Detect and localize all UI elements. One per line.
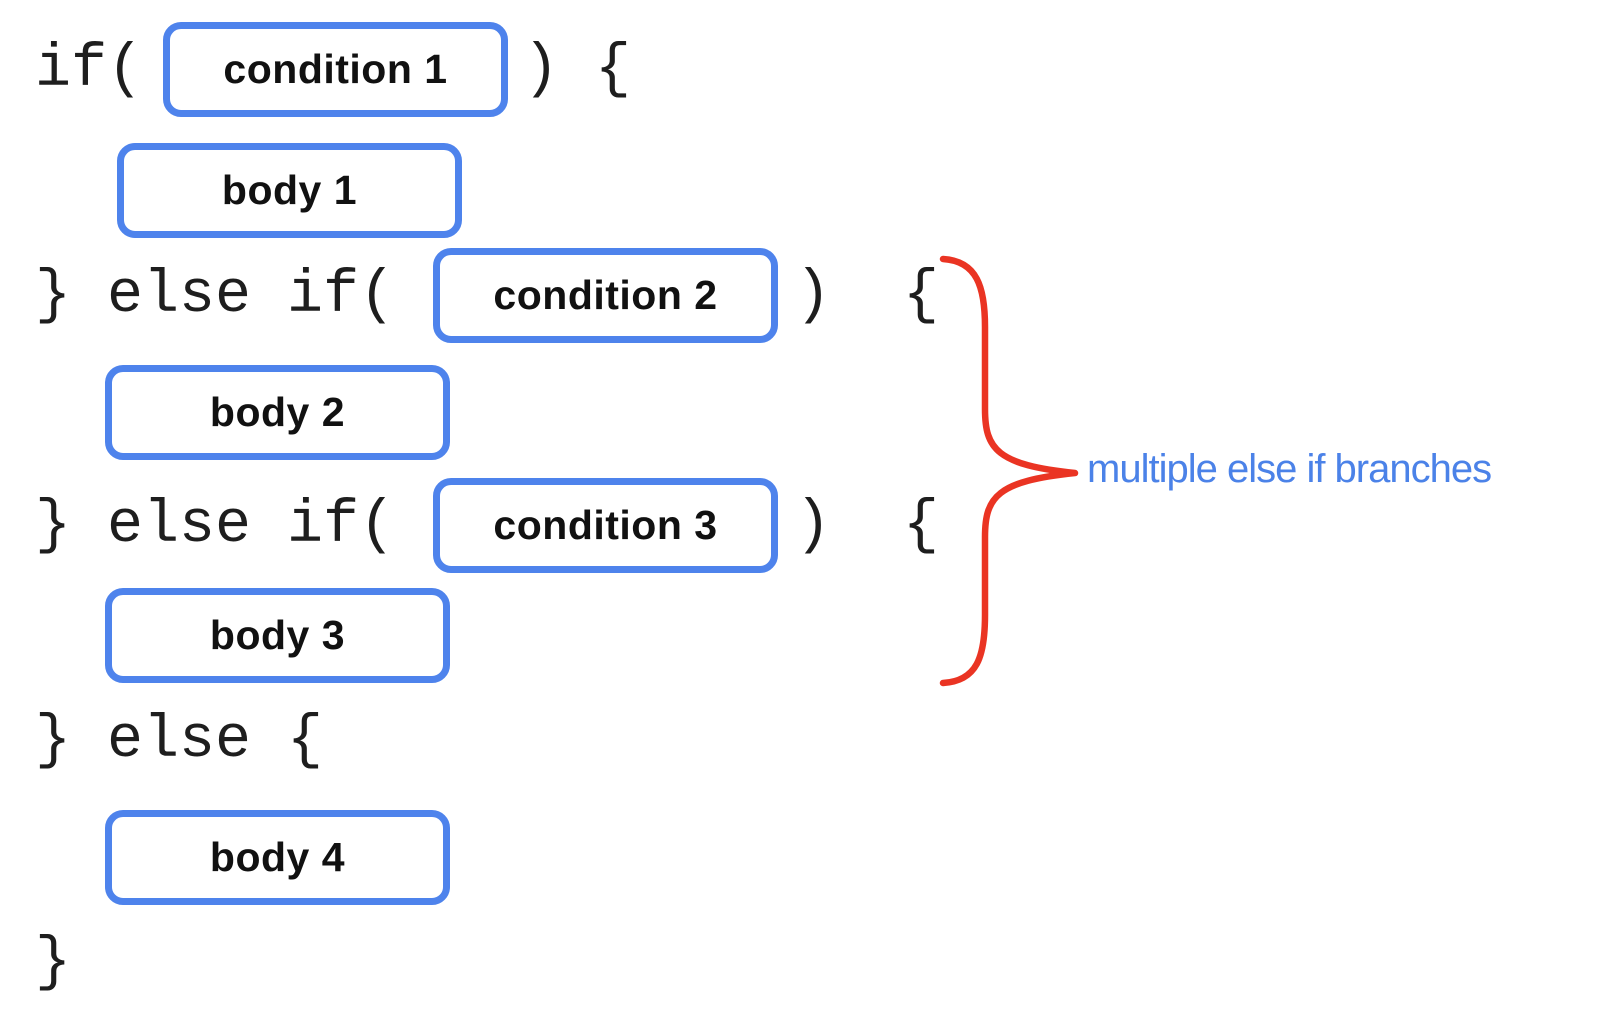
code-if-open: if(: [35, 22, 143, 117]
body-1-label: body 1: [222, 167, 357, 214]
body-2-box: body 2: [105, 365, 450, 460]
code-if-close: ) {: [523, 22, 631, 117]
body-2-label: body 2: [210, 389, 345, 436]
condition-1-label: condition 1: [223, 46, 447, 93]
else-if-group-brace-icon: [935, 253, 1080, 689]
code-else-if-2-close: ) {: [795, 248, 939, 343]
condition-2-label: condition 2: [493, 272, 717, 319]
condition-3-label: condition 3: [493, 502, 717, 549]
body-4-label: body 4: [210, 834, 345, 881]
condition-3-box: condition 3: [433, 478, 778, 573]
body-3-label: body 3: [210, 612, 345, 659]
code-else-if-3-close: ) {: [795, 478, 939, 573]
body-1-box: body 1: [117, 143, 462, 238]
condition-1-box: condition 1: [163, 22, 508, 117]
code-closing-brace: }: [35, 925, 71, 1000]
condition-2-box: condition 2: [433, 248, 778, 343]
code-else-if-3-open: } else if(: [35, 478, 395, 573]
code-else-if-2-open: } else if(: [35, 248, 395, 343]
code-else-open: } else {: [35, 703, 323, 778]
body-3-box: body 3: [105, 588, 450, 683]
annotation-multiple-else-if-branches: multiple else if branches: [1087, 447, 1491, 492]
body-4-box: body 4: [105, 810, 450, 905]
